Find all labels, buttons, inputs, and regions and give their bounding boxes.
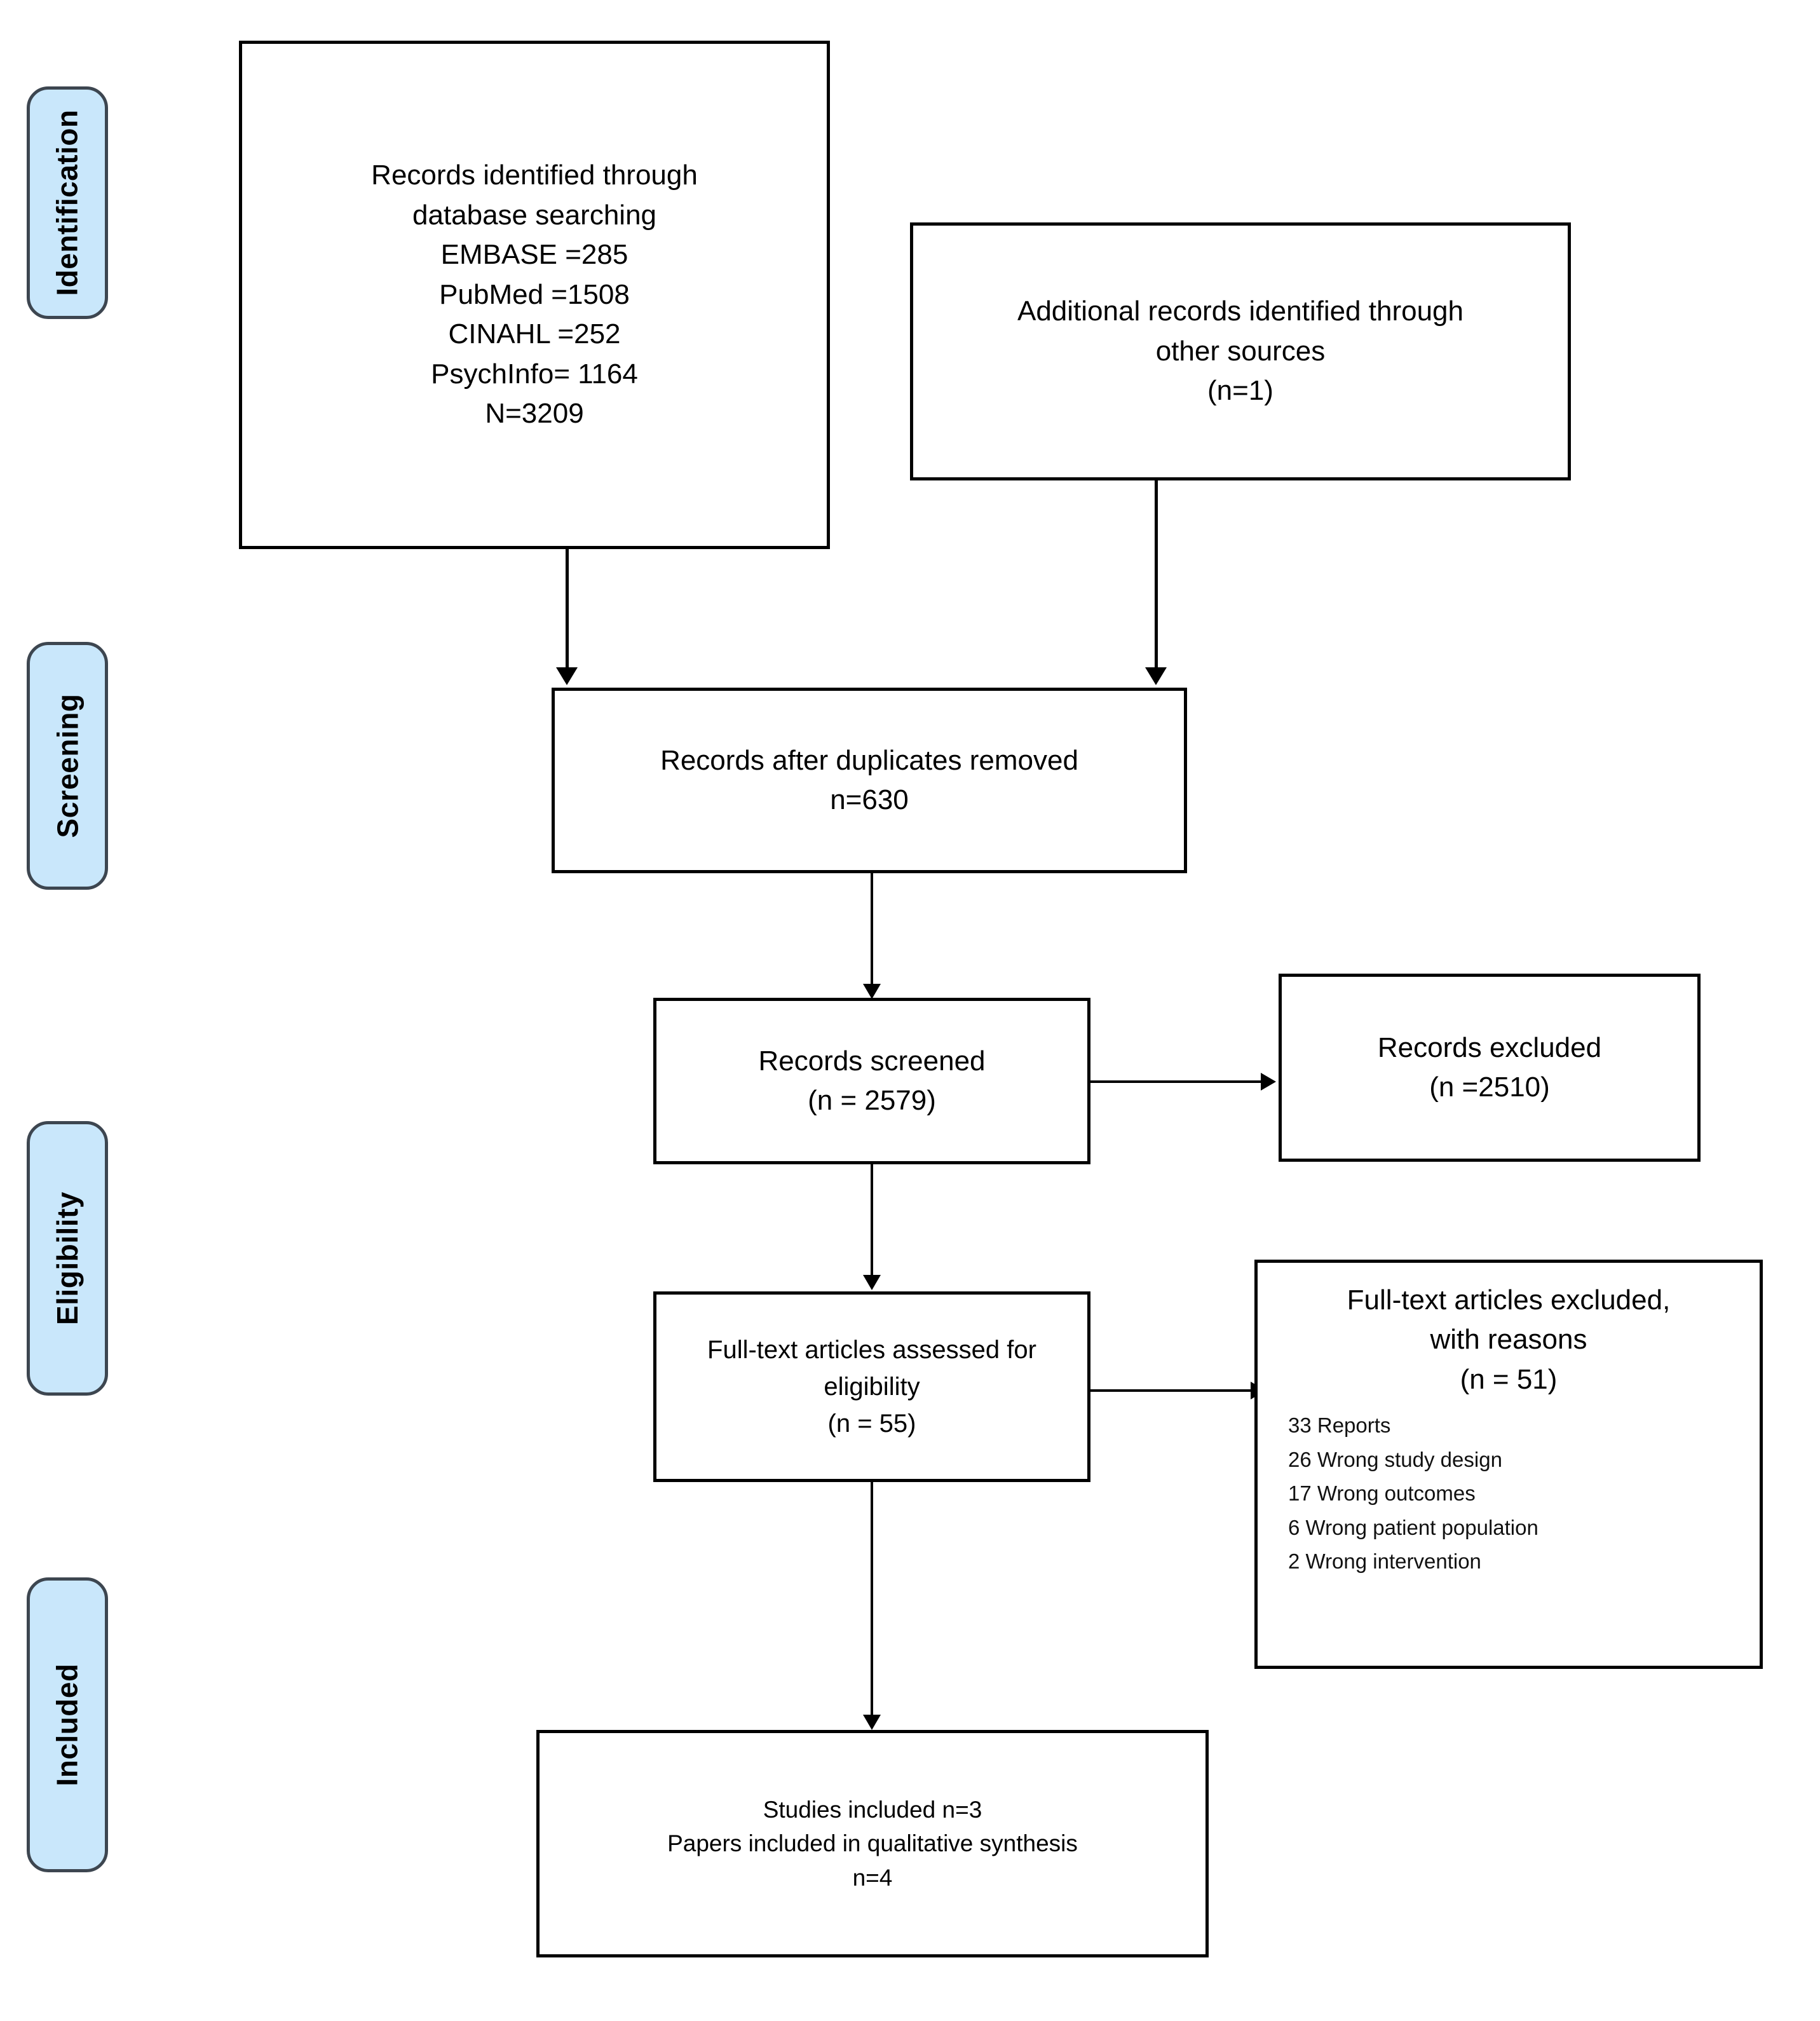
connector-duplicates-to-screened	[871, 873, 873, 988]
exclusion-reasons-list: 33 Reports 26 Wrong study design 17 Wron…	[1268, 1408, 1749, 1578]
box-fulltext-assessed-eligibility: Full-text articles assessed for eligibil…	[653, 1291, 1090, 1482]
box-line: Additional records identified through	[1017, 296, 1463, 327]
box-line: (n = 51)	[1460, 1363, 1558, 1395]
box-line: CINAHL =252	[448, 318, 621, 350]
box-line: (n=1)	[1207, 375, 1273, 407]
arrowhead-other-to-duplicates	[1145, 667, 1167, 685]
stage-label-included: Included	[51, 1663, 84, 1786]
box-line: Records after duplicates removed	[660, 744, 1078, 776]
stage-pill-included: Included	[27, 1577, 108, 1872]
arrowhead-db-to-duplicates	[556, 667, 578, 685]
box-records-screened: Records screened (n = 2579)	[653, 998, 1090, 1164]
box-line: n=4	[852, 1864, 893, 1891]
stage-pill-identification: Identification	[27, 86, 108, 319]
box-line: Full-text articles excluded,	[1347, 1284, 1671, 1316]
box-line: N=3209	[485, 398, 584, 430]
box-line: Records identified through	[371, 160, 698, 191]
connector-screened-to-fulltext	[871, 1164, 873, 1277]
box-line: with reasons	[1430, 1324, 1587, 1356]
box-line: (n = 2579)	[808, 1085, 936, 1116]
connector-screened-to-excluded	[1090, 1080, 1263, 1083]
box-line: Full-text articles assessed for	[707, 1336, 1036, 1364]
box-fulltext-excluded-with-reasons: Full-text articles excluded, with reason…	[1254, 1260, 1763, 1669]
box-line: eligibility	[824, 1373, 920, 1401]
box-line: PsychInfo= 1164	[431, 358, 638, 390]
box-line: EMBASE =285	[440, 239, 628, 271]
stage-pill-screening: Screening	[27, 642, 108, 890]
stage-label-eligibility: Eligibility	[51, 1192, 84, 1325]
list-item: 33 Reports	[1288, 1413, 1391, 1438]
box-studies-included: Studies included n=3 Papers included in …	[536, 1730, 1209, 1957]
list-item: 17 Wrong outcomes	[1288, 1481, 1476, 1506]
connector-db-to-duplicates	[566, 548, 569, 672]
connector-fulltext-to-excluded-reasons	[1090, 1389, 1253, 1392]
stage-label-screening: Screening	[51, 693, 85, 838]
arrowhead-duplicates-to-screened	[863, 984, 881, 999]
box-line: Records excluded	[1377, 1031, 1602, 1063]
arrowhead-screened-to-excluded	[1261, 1073, 1276, 1091]
box-records-identified-other-sources: Additional records identified through ot…	[910, 222, 1571, 480]
stage-pill-eligibility: Eligibility	[27, 1121, 108, 1396]
list-item: 2 Wrong intervention	[1288, 1549, 1481, 1574]
box-line: n=630	[830, 784, 909, 815]
arrowhead-fulltext-to-included	[863, 1715, 881, 1730]
stage-label-identification: Identification	[51, 109, 85, 296]
box-line: PubMed =1508	[439, 278, 630, 310]
arrowhead-screened-to-fulltext	[863, 1275, 881, 1290]
box-line: database searching	[412, 199, 657, 231]
box-line: Studies included n=3	[763, 1796, 982, 1823]
connector-other-to-duplicates	[1155, 479, 1158, 672]
box-line: (n =2510)	[1429, 1072, 1550, 1103]
box-line: other sources	[1155, 335, 1326, 367]
box-records-excluded: Records excluded (n =2510)	[1279, 974, 1701, 1162]
box-line: (n = 55)	[827, 1410, 916, 1438]
connector-fulltext-to-included	[871, 1482, 873, 1717]
list-item: 6 Wrong patient population	[1288, 1515, 1538, 1539]
box-records-identified-database: Records identified through database sear…	[239, 41, 830, 549]
list-item: 26 Wrong study design	[1288, 1447, 1502, 1471]
box-line: Papers included in qualitative synthesis	[667, 1830, 1078, 1857]
box-records-after-duplicates-removed: Records after duplicates removed n=630	[552, 688, 1187, 873]
box-line: Records screened	[758, 1045, 986, 1077]
